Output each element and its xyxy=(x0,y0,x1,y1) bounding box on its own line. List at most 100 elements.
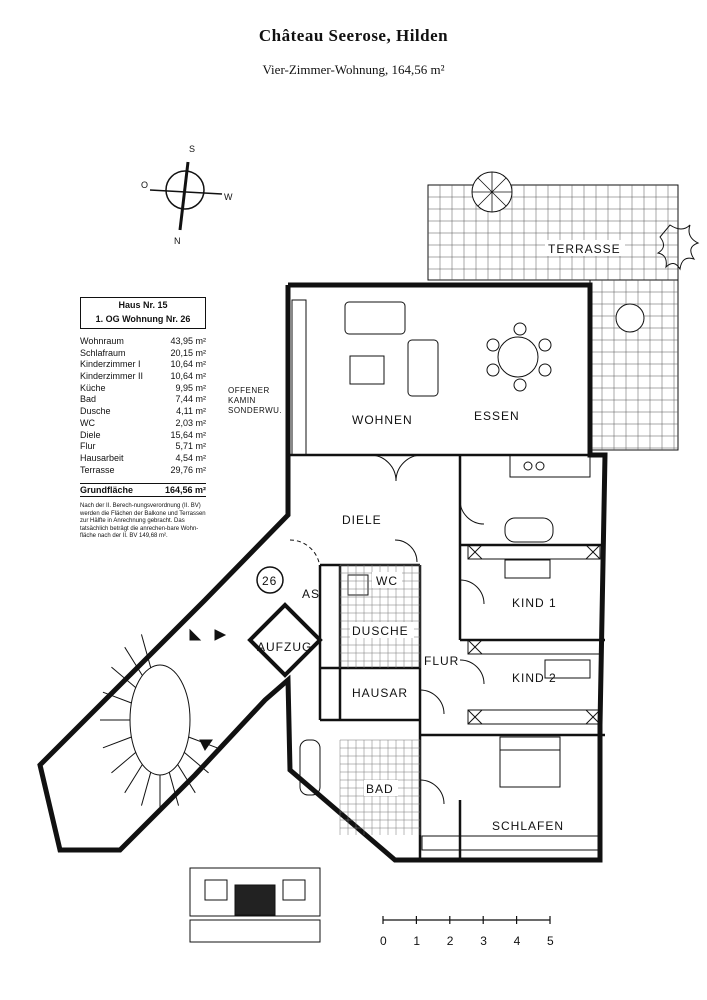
terrace: TERRASSE xyxy=(427,171,700,451)
compass-ring xyxy=(165,170,205,210)
room-label-wohnen: WOHNEN xyxy=(352,413,413,427)
kitchen-counter-icon xyxy=(509,454,591,478)
scale-bar: 0 1 2 3 4 5 xyxy=(380,916,555,948)
kamin-label: OFFENER KAMIN SONDERWU. xyxy=(228,386,288,416)
room-label-as: AS xyxy=(302,587,320,601)
room-label-terrasse: TERRASSE xyxy=(548,242,621,256)
area-name: Hausarbeit xyxy=(80,452,124,463)
stairwell xyxy=(100,628,227,810)
compass-w: W xyxy=(224,192,233,202)
area-name: Dusche xyxy=(80,406,111,417)
kitchen-table-icon xyxy=(504,517,554,543)
compass-s: S xyxy=(189,144,195,154)
page-subtitle: Vier-Zimmer-Wohnung, 164,56 m² xyxy=(262,62,445,77)
total-row: Grundfläche 164,56 m² xyxy=(80,483,206,497)
closets xyxy=(291,299,601,851)
area-value: 10,64 m² xyxy=(170,371,206,382)
scale-tick-label: 0 xyxy=(380,934,388,948)
page-title: Château Seerose, Hilden xyxy=(258,26,449,45)
area-value: 9,95 m² xyxy=(175,382,206,393)
area-value: 20,15 m² xyxy=(170,347,206,358)
compass-n: N xyxy=(174,236,181,246)
kamin-line-2: KAMIN xyxy=(228,396,256,405)
area-row: Wohnraum 43,95 m² xyxy=(80,336,206,348)
room-label-dusche: DUSCHE xyxy=(352,624,409,638)
area-name: Flur xyxy=(80,441,96,452)
area-note: Nach der II. Berech-nungsverordnung (II.… xyxy=(80,503,206,539)
area-row: Küche 9,95 m² xyxy=(80,383,206,395)
unit-number: 26 xyxy=(262,574,277,588)
area-name: Kinderzimmer II xyxy=(80,371,144,382)
room-label-kind1: KIND 1 xyxy=(512,596,557,610)
area-row: Diele 15,64 m² xyxy=(80,430,206,442)
area-value: 29,76 m² xyxy=(170,464,206,475)
furniture xyxy=(299,301,591,796)
exterior-walls xyxy=(37,282,608,863)
room-label-schlafen: SCHLAFEN xyxy=(492,819,564,833)
site-key-plan xyxy=(189,867,321,943)
total-label: Grundfläche xyxy=(80,485,134,495)
area-value: 4,11 m² xyxy=(176,406,206,417)
desk-icon-1 xyxy=(504,559,551,579)
unit-house: Haus Nr. 15 xyxy=(118,300,168,310)
unit-number-circle xyxy=(256,566,284,594)
umbrella-icon xyxy=(472,172,512,212)
dining-table-icon xyxy=(497,336,539,378)
area-name: Diele xyxy=(80,429,101,440)
area-value: 5,71 m² xyxy=(175,441,206,452)
area-name: Schlafraum xyxy=(80,347,126,358)
total-value: 164,56 m² xyxy=(164,485,206,495)
area-name: Bad xyxy=(80,394,97,405)
area-row: Bad 7,44 m² xyxy=(80,394,206,406)
toilet-icon xyxy=(347,574,369,596)
room-label-wc: WC xyxy=(376,574,398,588)
coffee-table-icon xyxy=(349,355,385,385)
terrace-table-icon xyxy=(615,303,645,333)
area-row: Schlafraum 20,15 m² xyxy=(80,348,206,360)
scale-tick-label: 1 xyxy=(413,934,421,948)
room-label-hausar: HAUSAR xyxy=(352,686,408,700)
area-value: 15,64 m² xyxy=(170,429,206,440)
room-label-kind2: KIND 2 xyxy=(512,671,557,685)
area-value: 43,95 m² xyxy=(170,336,206,346)
plant-icon xyxy=(656,224,700,271)
room-label-essen: ESSEN xyxy=(474,409,520,423)
area-row: Kinderzimmer II 10,64 m² xyxy=(80,371,206,383)
armchair-icon xyxy=(407,339,439,397)
desk-icon-2 xyxy=(544,659,591,679)
sofa-icon xyxy=(344,301,406,335)
scale-tick-label: 4 xyxy=(514,934,522,948)
room-label-flur: FLUR xyxy=(424,654,459,668)
area-name: Kinderzimmer I xyxy=(80,359,141,370)
elevator xyxy=(247,602,323,678)
compass: S O W N xyxy=(141,144,233,246)
area-name: Wohnraum xyxy=(80,336,124,346)
bathtub-icon xyxy=(299,739,321,796)
area-name: Küche xyxy=(80,382,106,393)
room-label-diele: DIELE xyxy=(342,513,382,527)
kamin-line-1: OFFENER xyxy=(228,386,270,395)
scale-tick-label: 2 xyxy=(447,934,455,948)
area-name: WC xyxy=(80,417,95,428)
unit-apartment: 1. OG Wohnung Nr. 26 xyxy=(95,314,191,324)
room-label-aufzug: AUFZUG xyxy=(257,640,312,654)
area-value: 7,44 m² xyxy=(175,394,206,405)
room-label-bad: BAD xyxy=(366,782,394,796)
area-name: Terrasse xyxy=(80,464,115,475)
doors xyxy=(289,454,485,805)
compass-o: O xyxy=(141,180,148,190)
kamin-line-3: SONDERWU. xyxy=(228,406,283,415)
area-row: Terrasse 29,76 m² xyxy=(80,465,206,477)
area-value: 4,54 m² xyxy=(175,452,206,463)
area-row: Flur 5,71 m² xyxy=(80,441,206,453)
area-value: 10,64 m² xyxy=(170,359,206,370)
scale-tick-label: 5 xyxy=(547,934,555,948)
area-row: Hausarbeit 4,54 m² xyxy=(80,453,206,465)
area-row: Dusche 4,11 m² xyxy=(80,406,206,418)
area-row: Kinderzimmer I 10,64 m² xyxy=(80,359,206,371)
scale-tick-label: 3 xyxy=(480,934,488,948)
bed-icon xyxy=(499,736,561,788)
